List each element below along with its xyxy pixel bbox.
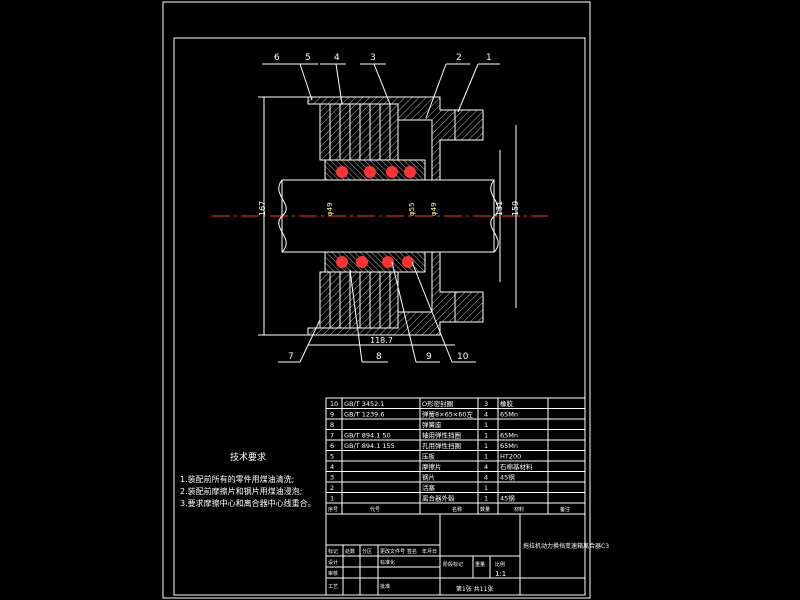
dim-131: 131 xyxy=(495,201,504,216)
bom-cell-qty: 4 xyxy=(484,463,488,471)
bom-cell-qty: 3 xyxy=(484,400,488,408)
bom-cell-material: 45钢 xyxy=(500,474,515,482)
dim-167: 167 xyxy=(258,201,267,216)
bom-cell-name: O形密封圈 xyxy=(422,399,453,408)
bom-cell-no: 2 xyxy=(330,484,334,492)
bom-header-material: 材料 xyxy=(514,506,524,513)
tb-label-stage: 阶段标记 xyxy=(443,561,463,568)
section-view: φ49 φ55 φ49 167 131 159 118.7 6 5 4 3 2 … xyxy=(212,53,548,363)
bom-cell-name: 弹簧座 xyxy=(422,420,442,429)
note-line-3: 3.要求摩擦中心和离合器中心线重合。 xyxy=(180,498,316,508)
bom-cell-material: 65Mn xyxy=(500,432,518,440)
bom-cell-name: 离合器外毂 xyxy=(422,494,455,503)
shaft-label-3: φ49 xyxy=(430,202,438,216)
bom-cell-qty: 1 xyxy=(484,442,488,450)
bom-cell-qty: 1 xyxy=(484,495,488,503)
bom-cell-material: 45钢 xyxy=(500,495,515,503)
balloon-5: 5 xyxy=(305,53,311,63)
balloon-1: 1 xyxy=(486,53,492,63)
bom-cell-code: GB/T 1239.6 xyxy=(344,411,384,419)
tb-label-process: 工艺 xyxy=(328,584,338,590)
tb-label-zone: 分区 xyxy=(362,548,372,555)
notes-title: 技术要求 xyxy=(230,451,266,463)
tb-label-scale: 比例 xyxy=(495,561,505,568)
balloon-4: 4 xyxy=(334,53,340,63)
bom-cell-code: GB/T 894.1 155 xyxy=(344,442,395,450)
tb-label-change: 更改文件号 xyxy=(380,548,405,555)
tb-label-weight: 重量 xyxy=(475,561,485,568)
bom-header-code: 代号 xyxy=(370,506,380,513)
bom-cell-no: 10 xyxy=(330,400,338,408)
bom-cell-no: 4 xyxy=(330,463,334,471)
tb-label-check: 审核 xyxy=(328,570,338,577)
bom-cell-no: 8 xyxy=(330,421,334,429)
drawing-title: 拖拉机动力换挡变速箱离合器C3 xyxy=(523,542,609,550)
shaft-label-1: φ49 xyxy=(326,202,334,216)
bom-header-no: 序号 xyxy=(328,506,338,513)
shaft-break-left xyxy=(278,179,287,253)
bom-cell-qty: 4 xyxy=(484,411,488,419)
balloon-10: 10 xyxy=(457,352,469,362)
bom-cell-no: 5 xyxy=(330,453,334,461)
bom-cell-material: 65Mn xyxy=(500,442,518,450)
balloon-9: 9 xyxy=(426,352,432,362)
title-block: 标记 处数 分区 更改文件号 签名 年月日 设计 标准化 阶段标记 重量 比例 … xyxy=(325,513,609,596)
bom-cell-name: 轴用弹性挡圈 xyxy=(422,431,461,440)
tb-label-sign: 签名 xyxy=(407,548,417,555)
bom-cell-no: 3 xyxy=(330,474,334,482)
tb-label-count: 处数 xyxy=(345,548,355,555)
bom-cell-qty: 1 xyxy=(484,421,488,429)
shaft-break-right xyxy=(490,179,499,253)
bom-header-qty: 数量 xyxy=(480,506,490,513)
sheet-info: 第1张 共11张 xyxy=(456,585,493,593)
note-line-2: 2.装配前摩擦片和钢片用煤油浸泡; xyxy=(180,486,302,496)
spring-seat-lower xyxy=(324,251,426,273)
bom-cell-name: 摩擦片 xyxy=(422,462,442,471)
bom-table: 10 GB/T 3452.1 O形密封圈 3 橡胶 9 GB/T 1239.6 弹簧8×65×… xyxy=(325,397,586,515)
note-line-1: 1.装配前所有的零件用煤油清洗; xyxy=(180,474,294,484)
flange-upper xyxy=(454,109,484,141)
bom-cell-material: 橡胶 xyxy=(500,399,514,408)
bom-header-name: 名称 xyxy=(452,506,462,513)
balloon-2: 2 xyxy=(456,53,462,63)
bom-cell-qty: 1 xyxy=(484,484,488,492)
bom-cell-qty: 1 xyxy=(484,432,488,440)
balloon-8: 8 xyxy=(376,352,382,362)
bom-cell-no: 7 xyxy=(330,432,334,440)
bom-cell-code: GB/T 894.1 50 xyxy=(344,432,391,440)
bom-cell-name: 活塞 xyxy=(422,483,436,492)
bom-cell-material: 65Mn xyxy=(500,411,518,419)
tb-label-std: 标准化 xyxy=(380,559,395,566)
balloon-7: 7 xyxy=(288,352,294,362)
friction-pack-upper xyxy=(319,103,399,161)
balloon-6: 6 xyxy=(274,53,280,63)
technical-notes: 技术要求 1.装配前所有的零件用煤油清洗; 2.装配前摩擦片和钢片用煤油浸泡; … xyxy=(180,451,316,508)
springs xyxy=(336,166,416,268)
bom-cell-name: 弹簧8×65×60左 xyxy=(422,410,474,419)
bom-cell-no: 9 xyxy=(330,411,334,419)
shaft-label-2: φ55 xyxy=(408,202,416,216)
bom-cell-code: GB/T 3452.1 xyxy=(344,400,384,408)
bom-cell-no: 6 xyxy=(330,442,334,450)
balloon-3: 3 xyxy=(370,53,376,63)
flange-lower xyxy=(454,291,484,323)
bom-cell-no: 1 xyxy=(330,495,334,503)
bom-cell-name: 孔用弹性挡圈 xyxy=(422,441,461,450)
bom-cell-qty: 4 xyxy=(484,474,488,482)
dim-159: 159 xyxy=(511,201,520,216)
dim-118-7: 118.7 xyxy=(370,336,393,345)
outer-frame xyxy=(162,1,591,599)
tb-label-marker: 标记 xyxy=(328,548,338,555)
tb-label-approve: 批准 xyxy=(380,583,390,590)
bom-cell-name: 压板 xyxy=(422,452,436,461)
tb-label-design: 设计 xyxy=(328,559,338,566)
bom-cell-material: HT200 xyxy=(500,453,521,461)
bom-cell-qty: 1 xyxy=(484,453,488,461)
bom-cell-name: 钢片 xyxy=(422,473,435,482)
bom-header-remark: 备注 xyxy=(560,506,570,513)
bom-cell-material: 石棉基材料 xyxy=(500,462,533,471)
scale-value: 1:1 xyxy=(495,570,506,578)
tb-label-date: 年月日 xyxy=(422,548,437,555)
